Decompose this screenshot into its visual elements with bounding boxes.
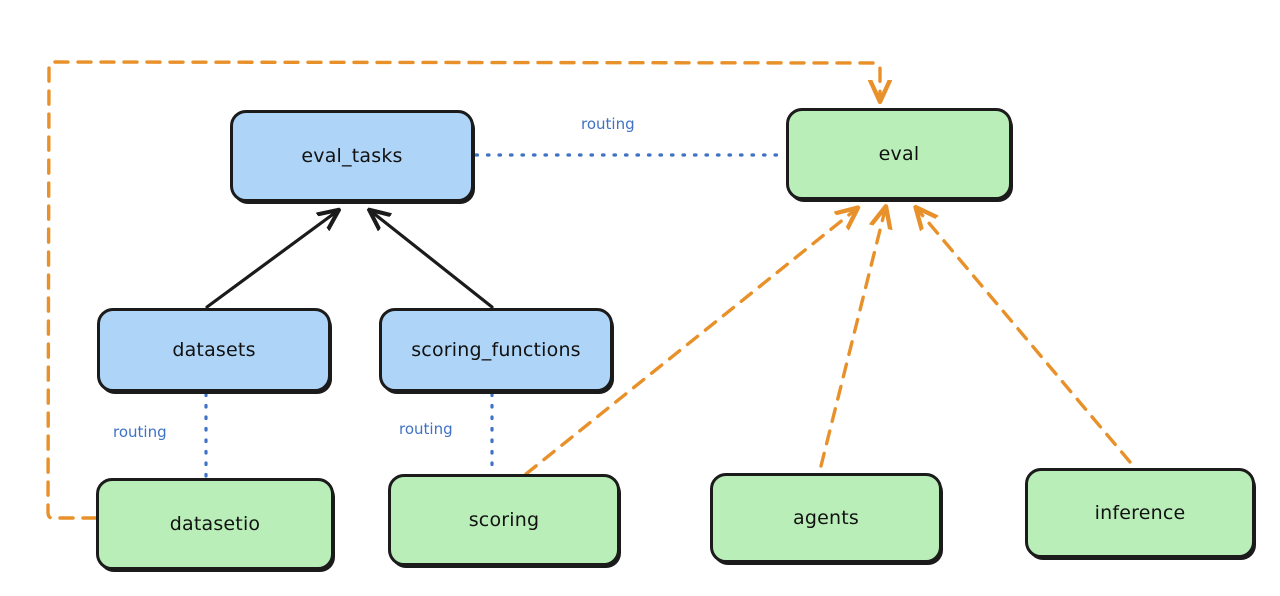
- edge-label-eval-routing: routing: [578, 115, 638, 133]
- edge-label-datasets-routing: routing: [110, 423, 170, 441]
- node-eval-tasks[interactable]: eval_tasks: [230, 110, 474, 202]
- node-datasets[interactable]: datasets: [97, 308, 331, 392]
- node-label: datasets: [172, 339, 256, 361]
- node-label: eval_tasks: [301, 145, 403, 167]
- node-label: eval: [878, 143, 920, 165]
- edge-datasets-to-eval-tasks: [205, 212, 336, 309]
- node-label: scoring: [468, 509, 540, 531]
- node-agents[interactable]: agents: [710, 473, 942, 563]
- edge-scoring-to-eval: [524, 210, 855, 476]
- edge-label-scoring-routing: routing: [396, 420, 456, 438]
- node-inference[interactable]: inference: [1025, 468, 1255, 558]
- edge-datasetio-to-eval: [46, 60, 880, 520]
- edge-inference-to-eval: [918, 210, 1132, 464]
- node-label: inference: [1094, 502, 1186, 524]
- edge-scoring-functions-to-eval-tasks: [372, 212, 494, 309]
- node-label: scoring_functions: [411, 339, 581, 361]
- node-scoring-functions[interactable]: scoring_functions: [379, 308, 613, 392]
- node-datasetio[interactable]: datasetio: [96, 478, 334, 570]
- node-label: agents: [793, 507, 859, 529]
- node-label: datasetio: [169, 513, 261, 535]
- node-scoring[interactable]: scoring: [388, 474, 620, 566]
- node-eval[interactable]: eval: [786, 108, 1012, 200]
- edge-agents-to-eval: [819, 210, 885, 468]
